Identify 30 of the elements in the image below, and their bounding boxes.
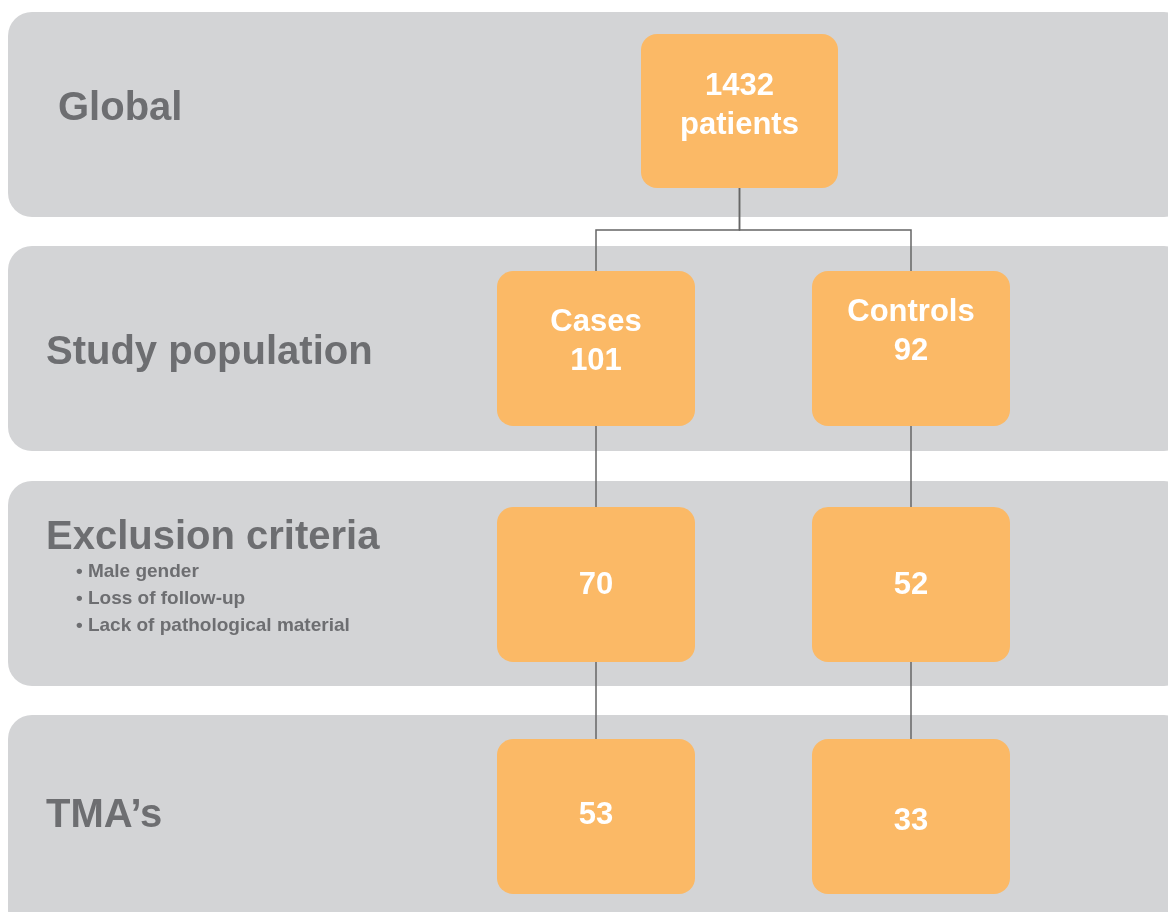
count-label: 70: [578, 565, 614, 604]
stage-band: [8, 12, 1168, 217]
count-label: 52: [893, 565, 929, 604]
count-box: [812, 739, 1010, 894]
stage-band: [8, 715, 1168, 912]
count-label: 33: [893, 801, 929, 840]
count-label: 1432 patients: [679, 66, 800, 143]
connector-line: [595, 425, 597, 508]
stage-heading: TMA’s: [46, 791, 163, 836]
count-label: Controls 92: [846, 291, 976, 369]
criterion-item: • Loss of follow-up: [76, 587, 246, 609]
criterion-item: • Lack of pathological material: [76, 614, 350, 636]
connector-line: [595, 661, 597, 740]
stage-heading: Global: [58, 84, 183, 129]
stage-heading: Exclusion criteria: [46, 513, 380, 558]
count-box: [641, 34, 838, 188]
count-box: [812, 507, 1010, 662]
count-box: [497, 507, 695, 662]
connector-line: [910, 661, 912, 740]
count-box: [812, 271, 1010, 426]
connector-line: [910, 425, 912, 508]
count-box: [497, 739, 695, 894]
stage-band: [8, 246, 1168, 451]
count-label: 53: [578, 795, 614, 834]
stage-heading: Study population: [46, 328, 373, 373]
criterion-item: • Male gender: [76, 560, 199, 582]
count-label: Cases 101: [549, 301, 643, 379]
stage-band: [8, 481, 1168, 686]
connector-line: [738, 187, 912, 272]
count-box: [497, 271, 695, 426]
